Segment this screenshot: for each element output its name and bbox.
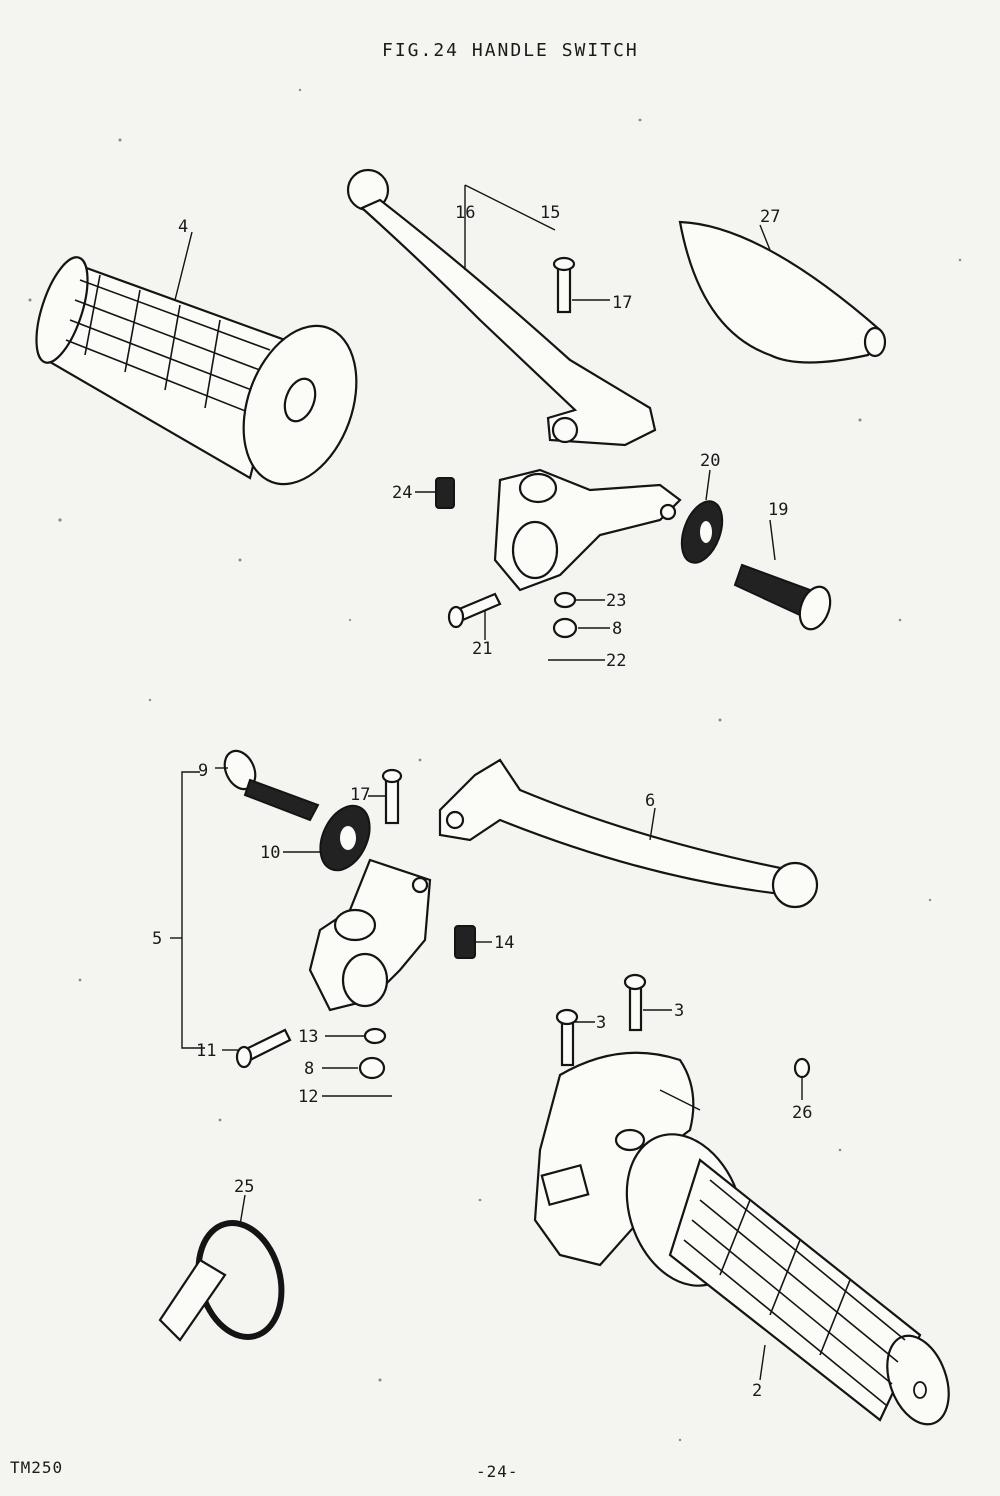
adjuster-bolt-part-9 bbox=[215, 749, 320, 822]
left-grip-part-4 bbox=[35, 231, 358, 486]
callout-13: 13 bbox=[298, 1027, 318, 1047]
callout-3b: 3 bbox=[674, 1001, 684, 1021]
small-parts-lower bbox=[222, 1027, 392, 1097]
ring-part-10 bbox=[283, 804, 371, 872]
callout-23: 23 bbox=[606, 591, 626, 611]
adjuster-part-24 bbox=[415, 477, 455, 509]
callout-11: 11 bbox=[196, 1041, 216, 1061]
right-grip-part-2 bbox=[625, 1133, 950, 1426]
adjuster-part-14 bbox=[454, 925, 492, 959]
cover-part-27 bbox=[678, 220, 887, 364]
ring-part-20 bbox=[680, 469, 724, 564]
lower-lever-part-6 bbox=[438, 758, 819, 909]
callout-10: 10 bbox=[260, 843, 280, 863]
callout-18: 8 bbox=[612, 619, 622, 639]
callout-25: 25 bbox=[234, 1177, 254, 1197]
callout-2: 2 bbox=[752, 1381, 762, 1401]
callout-19: 19 bbox=[768, 500, 788, 520]
callout-26: 26 bbox=[792, 1103, 812, 1123]
callout-24: 24 bbox=[392, 483, 412, 503]
screw-part-17-upper bbox=[552, 256, 610, 314]
callout-6: 6 bbox=[645, 791, 655, 811]
callout-labels: 4 16 15 17 27 20 19 24 23 8 22 21 9 17 1… bbox=[152, 203, 812, 1401]
small-part-26 bbox=[793, 1057, 811, 1100]
group-bracket-part-5 bbox=[170, 771, 205, 1049]
figure-title: FIG.24 HANDLE SWITCH bbox=[382, 40, 639, 61]
callout-20: 20 bbox=[700, 451, 720, 471]
small-parts-upper bbox=[447, 591, 610, 661]
callout-5: 5 bbox=[152, 929, 162, 949]
hose-clamp-part-25 bbox=[158, 1194, 285, 1342]
callout-21: 21 bbox=[472, 639, 492, 659]
callout-15: 15 bbox=[540, 203, 560, 223]
callout-17-lower: 17 bbox=[350, 785, 370, 805]
callout-12: 12 bbox=[298, 1087, 318, 1107]
page-number: -24- bbox=[476, 1462, 519, 1481]
scan-noise bbox=[28, 88, 962, 1442]
upper-lever-holder bbox=[493, 468, 682, 592]
callout-4: 4 bbox=[178, 217, 188, 237]
screws-part-3 bbox=[555, 973, 672, 1067]
model-label: TM250 bbox=[10, 1458, 64, 1477]
callout-9: 9 bbox=[198, 761, 208, 781]
upper-lever-part-16 bbox=[346, 168, 657, 447]
adjuster-bolt-part-19 bbox=[733, 519, 832, 631]
callout-3a: 3 bbox=[596, 1013, 606, 1033]
screw-part-17-lower bbox=[368, 768, 403, 825]
callout-14: 14 bbox=[494, 933, 514, 953]
callout-16: 16 bbox=[455, 203, 475, 223]
lower-lever-holder bbox=[308, 858, 432, 1012]
callout-8: 8 bbox=[304, 1059, 314, 1079]
throttle-housing bbox=[533, 1051, 701, 1267]
callout-17-upper: 17 bbox=[612, 293, 632, 313]
callout-22: 22 bbox=[606, 651, 626, 671]
callout-27: 27 bbox=[760, 207, 780, 227]
